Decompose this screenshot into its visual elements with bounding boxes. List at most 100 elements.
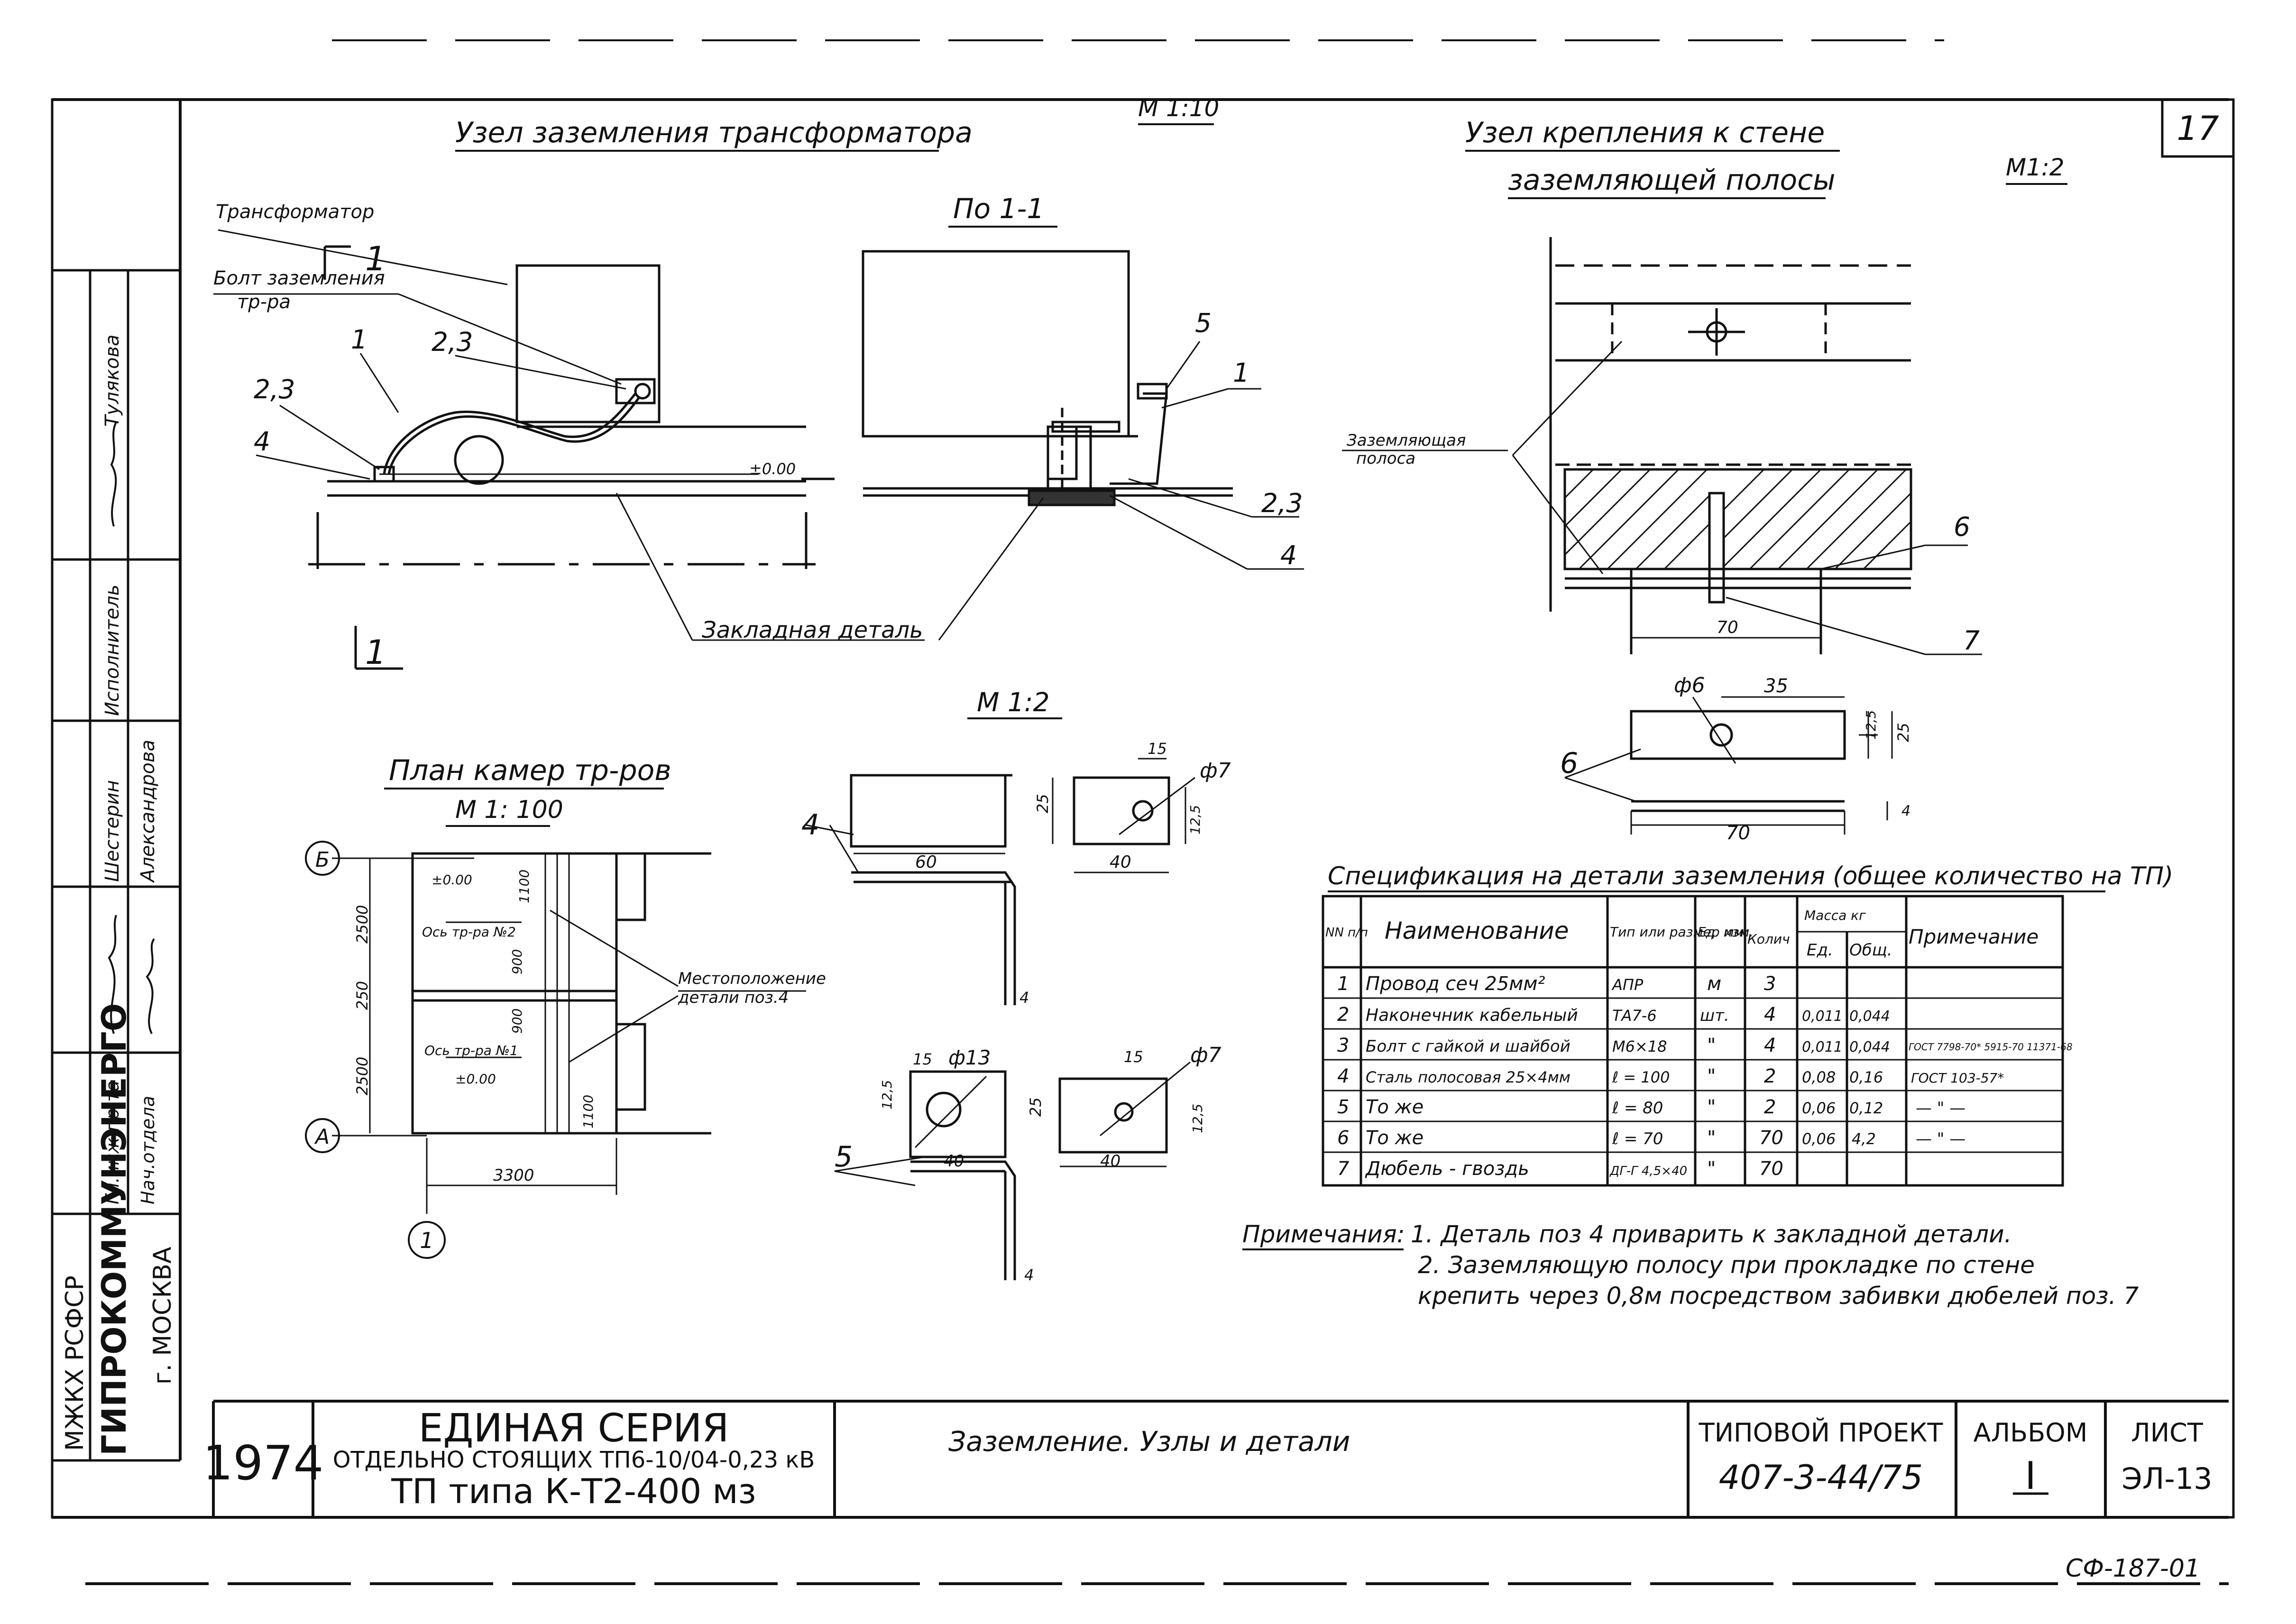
svg-text:0,16: 0,16 (1849, 1068, 1883, 1086)
svg-text:ГОСТ 103-57*: ГОСТ 103-57* (1911, 1070, 2004, 1086)
svg-text:3: 3 (1337, 1035, 1349, 1056)
pos-6-wall: 6 (1954, 512, 1970, 542)
axis-tr2-label: Ось тр-ра №2 (422, 924, 516, 940)
dim-1100-b: 1100 (580, 1095, 596, 1129)
dim-12_5-strip: 12,5 (1863, 710, 1879, 740)
album-value: I (2025, 1454, 2036, 1498)
svg-text:ГОСТ 7798-70* 5915-70 11371-68: ГОСТ 7798-70* 5915-70 11371-68 (1909, 1041, 2073, 1053)
table-row: 7 Дюбель - гвоздь ДГ-Г 4,5×40 " 70 (1337, 1158, 1783, 1180)
dim-25-pos4: 25 (1034, 794, 1052, 813)
title-block (212, 1400, 2229, 1517)
hatch-wall (1564, 468, 1912, 570)
dim-900-a: 900 (509, 949, 525, 974)
axis-A: А (314, 1125, 330, 1149)
zero-level: ±0.00 (749, 460, 796, 478)
plan-zero-top: ±0.00 (432, 872, 472, 888)
svg-text:2: 2 (1764, 1096, 1776, 1118)
wall-node-title-1: Узел крепления к стене (1465, 116, 1825, 149)
dim-60: 60 (915, 853, 937, 872)
signature-2 (108, 915, 117, 1034)
dim-40-pos5-b: 40 (1100, 1152, 1120, 1171)
svg-text:Дюбель - гвоздь: Дюбель - гвоздь (1365, 1158, 1529, 1180)
stamp-org-2: ГИПРОКОММУНЭНЕРГО (95, 1003, 134, 1456)
svg-text:Провод сеч 25мм²: Провод сеч 25мм² (1366, 973, 1545, 995)
stamp-role-5: Тулякова (101, 335, 123, 427)
pos-23-section: 2,3 (1261, 488, 1303, 518)
dim-70-strip: 70 (1726, 822, 1750, 844)
spec-head-mass-total: Общ. (1849, 941, 1892, 960)
svg-text:0,06: 0,06 (1802, 1130, 1836, 1148)
wall-node-title-2: заземляющей полосы (1508, 164, 1836, 197)
spec-head-note: Примечание (1909, 925, 2039, 948)
dim-70-wall: 70 (1717, 618, 1738, 637)
detail-scale: М 1:2 (977, 687, 1049, 717)
table-row: 1 Провод сеч 25мм² АПР м 3 (1337, 973, 1776, 995)
plan-title: План камер тр-ров (389, 754, 671, 787)
svg-text:3: 3 (1764, 973, 1776, 995)
dim-40-pos5-a: 40 (944, 1152, 964, 1171)
detail-pos5 (834, 1061, 1191, 1280)
dim-15-pos4: 15 (1148, 740, 1167, 758)
pos-7-wall: 7 (1963, 625, 1980, 656)
album-label: АЛЬБОМ (1974, 1418, 2088, 1448)
axis-1: 1 (420, 1228, 433, 1253)
svg-text:0,044: 0,044 (1849, 1039, 1890, 1055)
stamp-role-4: Исполнитель (101, 585, 123, 716)
svg-text:": " (1707, 1158, 1716, 1180)
svg-text:То же: То же (1366, 1127, 1424, 1149)
dim-40-pos4: 40 (1110, 853, 1131, 872)
label-ground-strip-1: Заземляющая (1347, 431, 1466, 450)
svg-text:ТА7-6: ТА7-6 (1612, 1007, 1657, 1025)
label-bolt-1: Болт заземления (213, 267, 385, 289)
stamp-role-2: Шестерин (101, 780, 123, 882)
spec-head-mass: Масса кг (1804, 908, 1866, 923)
svg-text:4: 4 (1764, 1004, 1776, 1026)
sheet-frame (51, 39, 2235, 1585)
table-row: 2 Наконечник кабельный ТА7-6 шт. 4 0,011… (1337, 1004, 1890, 1026)
svg-text:2: 2 (1764, 1065, 1776, 1087)
dim-12_5-pos5: 12,5 (879, 1080, 895, 1110)
label-ground-strip-2: полоса (1356, 449, 1415, 468)
svg-text:ℓ = 80: ℓ = 80 (1612, 1099, 1663, 1118)
plan-scale: М 1: 100 (455, 796, 563, 824)
label-embedded-part: Закладная деталь (702, 617, 923, 643)
drawing-title: Заземление. Узлы и детали (948, 1425, 1350, 1458)
notes-line-1: 1. Деталь поз 4 приварить к закладной де… (1411, 1220, 2012, 1248)
table-row: 6 То же ℓ = 70 " 70 0,06 4,2 — " — (1337, 1127, 1965, 1149)
dim-25-strip: 25 (1894, 723, 1912, 742)
dim-4-strip: 4 (1901, 803, 1910, 819)
pos-6-strip: 6 (1560, 747, 1578, 780)
sheet-number: 17 (2177, 109, 2219, 148)
transformer-scale: М 1:10 (1138, 94, 1219, 122)
project-label: ТИПОВОЙ ПРОЕКТ (1699, 1418, 1944, 1448)
dim-15-pos5-b: 15 (1124, 1048, 1143, 1066)
dim-phi13: ф13 (948, 1046, 991, 1069)
sheet-label: ЛИСТ (2131, 1418, 2204, 1448)
svg-text:6: 6 (1337, 1127, 1349, 1149)
svg-text:": " (1707, 1035, 1716, 1056)
wall-scale: М1:2 (2006, 154, 2065, 181)
svg-text:шт.: шт. (1700, 1006, 1729, 1025)
dim-250: 250 (353, 981, 371, 1010)
svg-text:1: 1 (1337, 973, 1349, 995)
svg-text:М6×18: М6×18 (1612, 1037, 1667, 1055)
side-stamp (52, 269, 180, 1462)
plan-drawing (305, 841, 806, 1259)
title-series: ЕДИНАЯ СЕРИЯ (419, 1406, 729, 1451)
svg-text:0,044: 0,044 (1849, 1008, 1890, 1025)
dim-2500-b: 2500 (353, 1057, 371, 1095)
dim-phi6: ф6 (1674, 673, 1705, 697)
detail-pos4 (806, 758, 1195, 1005)
plan-zero-bottom: ±0.00 (455, 1071, 496, 1087)
pos-23-a: 2,3 (432, 327, 473, 357)
strip-detail (1564, 696, 1893, 835)
svg-text:— " —: — " — (1916, 1099, 1965, 1118)
spec-head-num: NN п/п (1325, 926, 1368, 940)
dim-2500-a: 2500 (353, 905, 371, 944)
notes-line-2: 2. Заземляющую полосу при прокладке по с… (1418, 1251, 2035, 1279)
stamp-role-3: Александрова (137, 740, 159, 883)
transformer-node-title: Узел заземления трансформатора (455, 116, 973, 149)
spec-head-type: Тип или размер мм (1610, 924, 1744, 940)
sheet-code: СФ-187-01 (2066, 1554, 2200, 1583)
